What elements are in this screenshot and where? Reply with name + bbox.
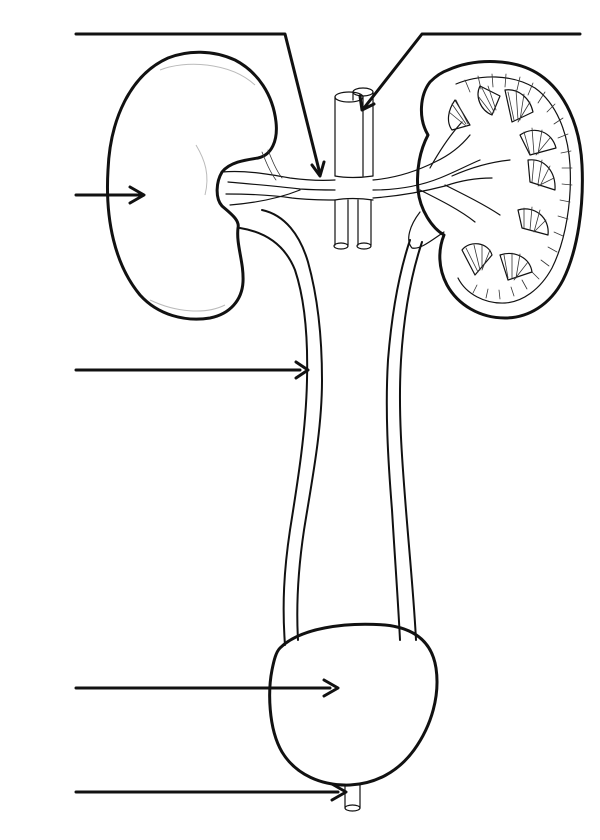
left-renal-hilum: [221, 149, 336, 206]
label-leaders: [74, 32, 582, 802]
right-renal-hilum: [372, 121, 511, 223]
leader-renal-vessels: [74, 32, 322, 176]
kidney-cortex-hatching: [464, 73, 573, 300]
left-ureter: [239, 209, 323, 646]
urethra: [344, 784, 361, 812]
right-ureter: [385, 239, 423, 641]
renal-pelvis: [408, 211, 445, 249]
urinary-bladder: [268, 622, 439, 787]
left-kidney: [106, 50, 278, 321]
renal-pyramids: [447, 85, 557, 281]
central-blood-vessel: [333, 87, 374, 250]
right-kidney-cross-section: [408, 60, 584, 320]
leader-blood-vessel: [362, 32, 582, 110]
